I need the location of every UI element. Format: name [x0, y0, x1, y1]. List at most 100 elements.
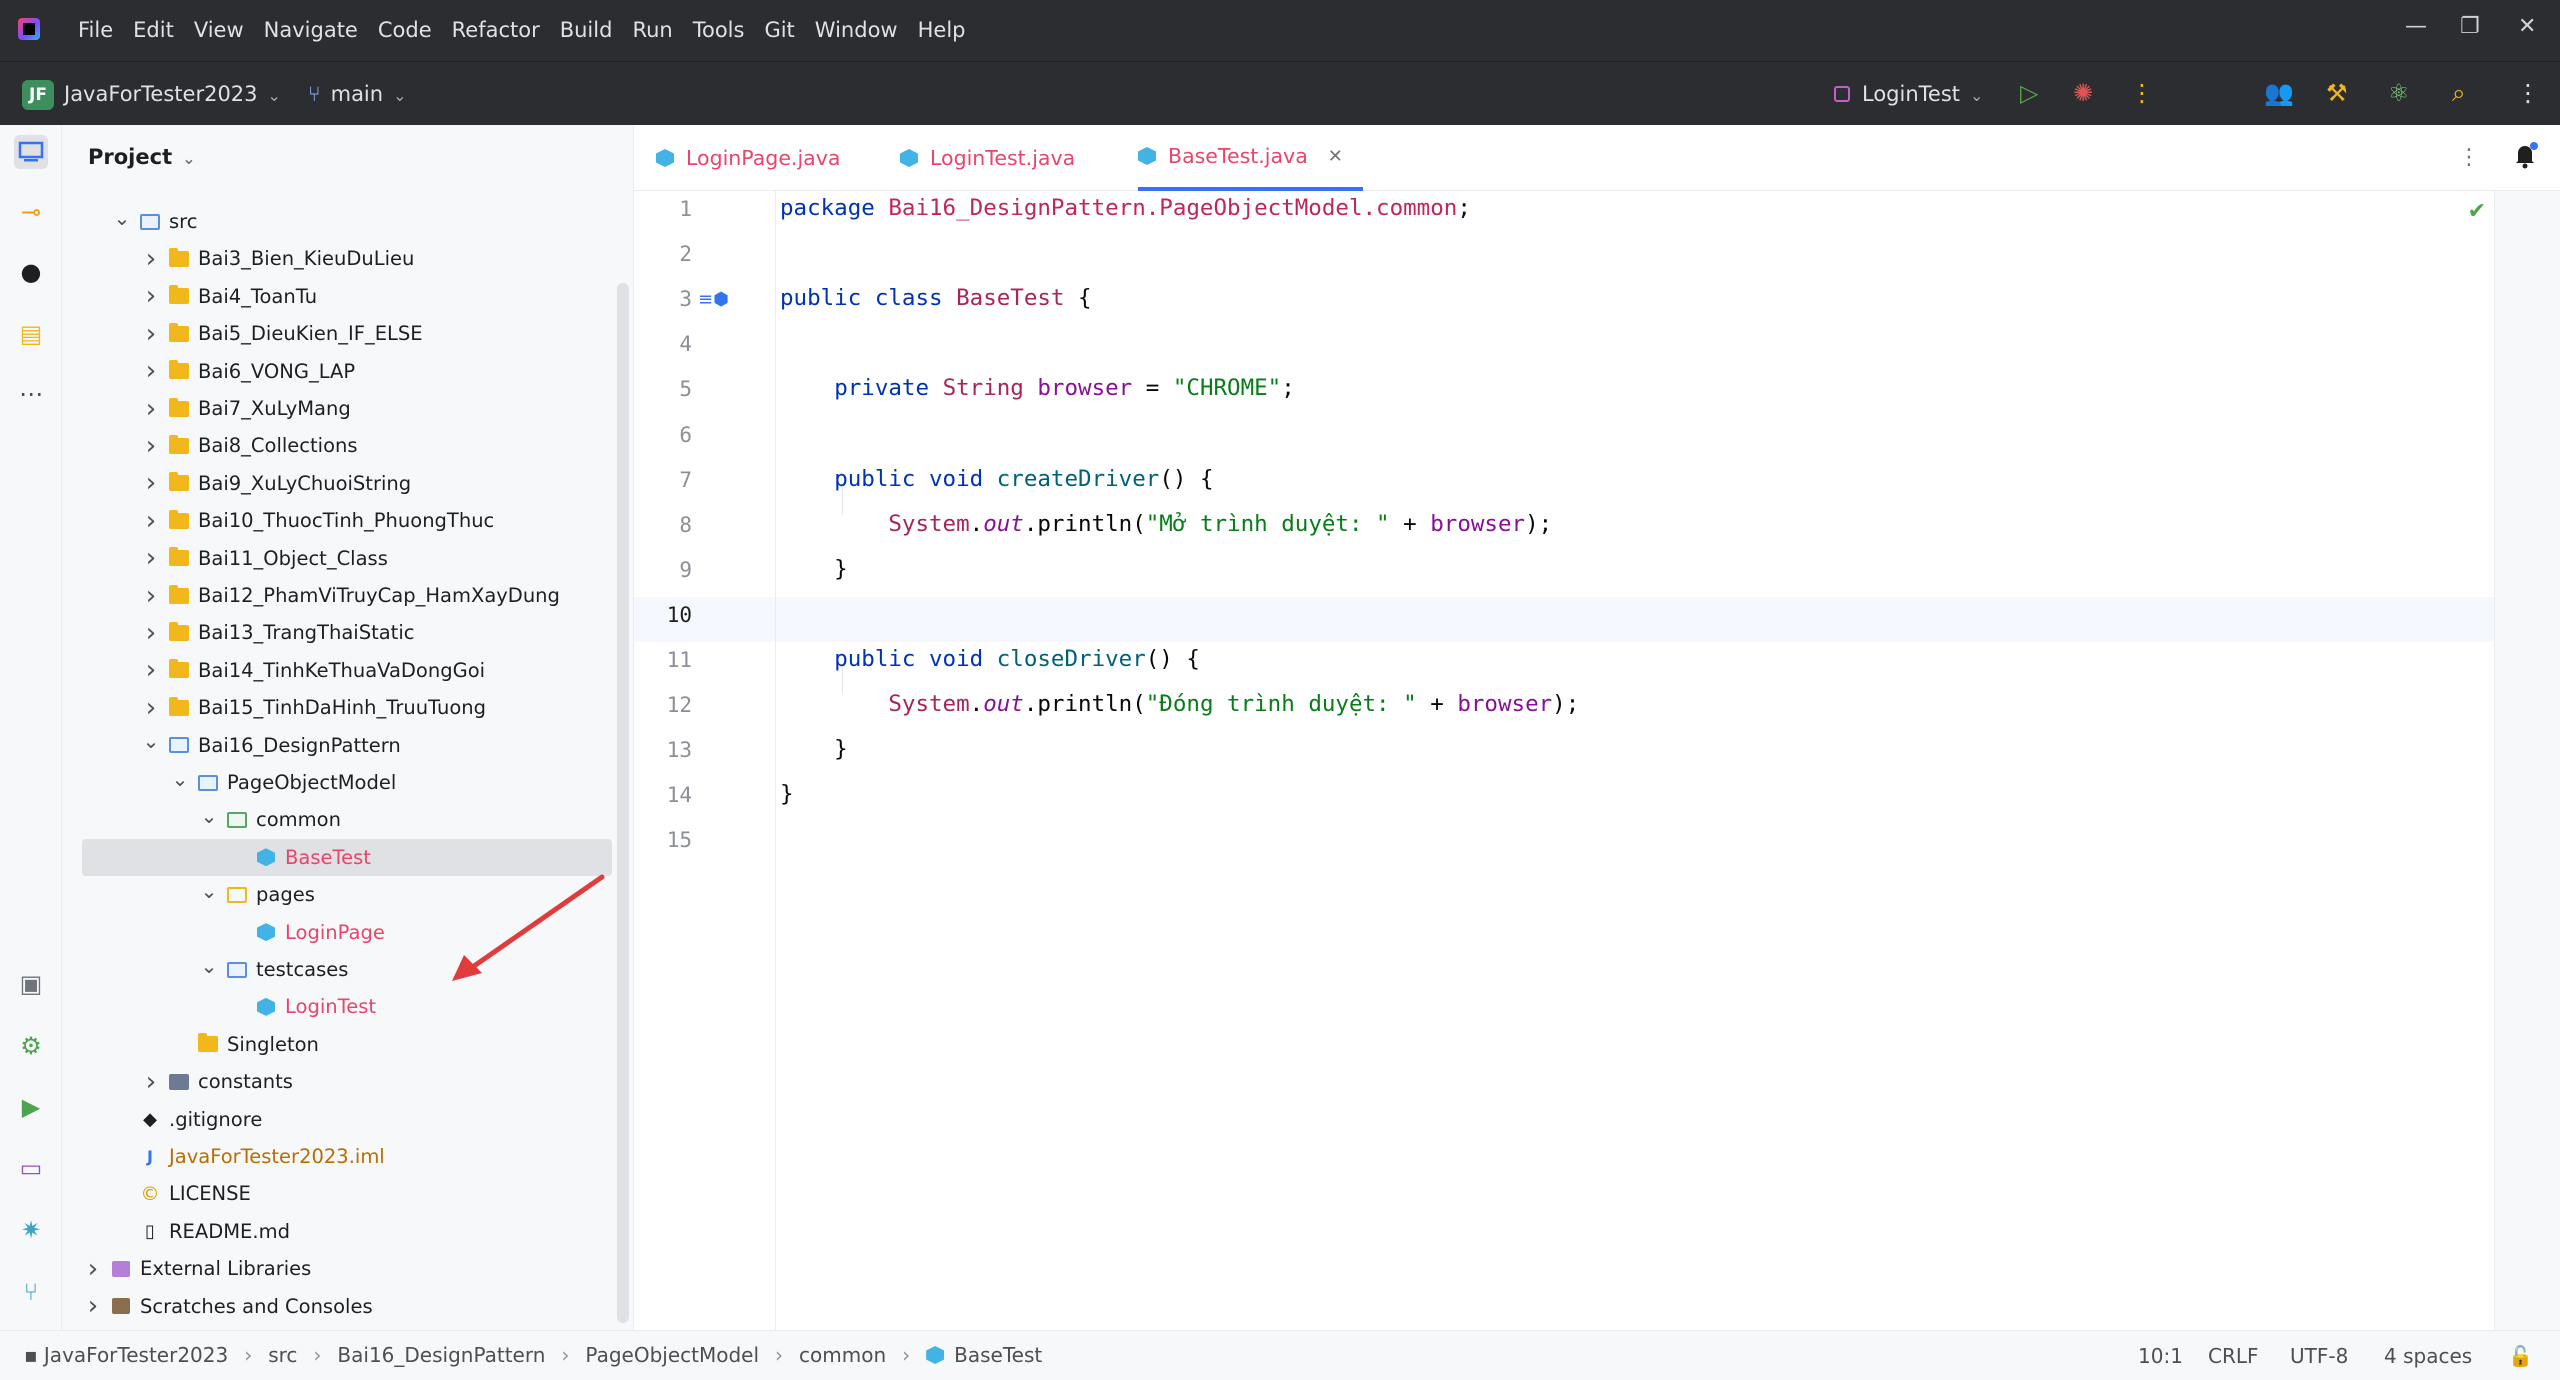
tree-item[interactable]: ›Bai14_TinhKeThuaVaDongGoi: [140, 652, 485, 689]
project-tool-icon[interactable]: [14, 135, 48, 169]
tree-item[interactable]: ›Bai9_XuLyChuoiString: [140, 465, 411, 502]
breadcrumb-item[interactable]: BaseTest: [954, 1343, 1043, 1367]
menu-window[interactable]: Window: [814, 18, 898, 42]
menu-view[interactable]: View: [193, 18, 244, 42]
tree-item[interactable]: ›Scratches and Consoles: [82, 1288, 373, 1325]
more-tools-icon[interactable]: ⋯: [19, 380, 43, 408]
code-line[interactable]: }: [780, 555, 848, 582]
file-encoding[interactable]: UTF-8: [2290, 1344, 2349, 1368]
no-problems-check-icon[interactable]: ✔: [2467, 199, 2486, 224]
settings-menu-icon[interactable]: ⋮: [2516, 79, 2540, 107]
menu-build[interactable]: Build: [559, 18, 613, 42]
more-actions-icon[interactable]: ⋮: [2130, 79, 2154, 107]
close-window-icon[interactable]: ✕: [2518, 14, 2537, 39]
chevron-right-icon[interactable]: ›: [145, 580, 157, 611]
search-icon[interactable]: ⌕: [2452, 79, 2466, 107]
run-icon[interactable]: ▷: [2020, 79, 2039, 107]
tab-loginpage[interactable]: LoginPage.java: [656, 125, 840, 191]
tree-item[interactable]: LoginTest: [227, 988, 376, 1025]
tree-item[interactable]: ›Bai4_ToanTu: [140, 278, 317, 315]
branch-switcher[interactable]: ⑂main⌄: [308, 82, 407, 106]
class-hierarchy-gutter-icon[interactable]: ≡⬢: [698, 289, 729, 310]
tree-item[interactable]: ›Bai13_TrangThaiStatic: [140, 614, 415, 651]
intellij-logo-icon[interactable]: [18, 18, 40, 40]
git-tool-icon[interactable]: ⑂: [23, 1278, 39, 1306]
tab-basetest[interactable]: BaseTest.java ✕: [1138, 125, 1363, 191]
chevron-right-icon[interactable]: ›: [145, 617, 157, 648]
close-icon[interactable]: ✕: [1327, 145, 1343, 167]
chevron-down-icon[interactable]: ⌄: [200, 803, 218, 828]
restore-icon[interactable]: ❐: [2460, 14, 2480, 39]
chevron-right-icon[interactable]: ›: [145, 430, 157, 461]
menu-refactor[interactable]: Refactor: [451, 18, 540, 42]
chevron-right-icon[interactable]: ›: [145, 243, 157, 274]
tree-item[interactable]: ›External Libraries: [82, 1250, 312, 1287]
caret-position[interactable]: 10:1: [2138, 1344, 2183, 1368]
menu-help[interactable]: Help: [917, 18, 966, 42]
notifications-bell-icon[interactable]: [2510, 140, 2540, 170]
breadcrumb-item[interactable]: Bai16_DesignPattern: [337, 1343, 546, 1367]
chevron-right-icon[interactable]: ›: [145, 1066, 157, 1097]
menu-git[interactable]: Git: [764, 18, 795, 42]
github-icon[interactable]: ●: [20, 258, 42, 286]
debug-icon[interactable]: ✺: [2073, 79, 2094, 107]
database-icon[interactable]: ▤: [19, 320, 43, 348]
gear-icon[interactable]: ⚙: [20, 1032, 42, 1060]
breadcrumb-item[interactable]: PageObjectModel: [585, 1343, 760, 1367]
chevron-down-icon[interactable]: ⌄: [200, 878, 218, 903]
tree-item[interactable]: ›Bai15_TinhDaHinh_TruuTuong: [140, 689, 486, 726]
terminal-icon[interactable]: ▭: [19, 1154, 43, 1182]
tab-logintest[interactable]: LoginTest.java: [900, 125, 1075, 191]
tree-item[interactable]: ▯README.md: [111, 1213, 290, 1250]
run-config-selector[interactable]: LoginTest⌄: [1834, 82, 1983, 106]
chevron-right-icon[interactable]: ›: [145, 356, 157, 387]
tree-item[interactable]: ›Bai7_XuLyMang: [140, 390, 351, 427]
tree-item[interactable]: ⌄PageObjectModel: [169, 764, 397, 801]
tree-item[interactable]: ›Bai3_Bien_KieuDuLieu: [140, 240, 415, 277]
breadcrumb-item[interactable]: ▪ JavaForTester2023: [24, 1343, 229, 1367]
line-ending[interactable]: CRLF: [2208, 1344, 2259, 1368]
tree-item[interactable]: ⌄src: [111, 203, 198, 240]
ai-assistant-icon[interactable]: ⚛: [2388, 79, 2410, 107]
code-line[interactable]: public void closeDriver() {: [834, 646, 1200, 672]
project-scrollbar[interactable]: [617, 283, 629, 1323]
chevron-right-icon[interactable]: ›: [87, 1291, 99, 1322]
chevron-right-icon[interactable]: ›: [145, 468, 157, 499]
tree-item[interactable]: LoginPage: [227, 914, 385, 951]
breadcrumb-item[interactable]: common: [799, 1343, 887, 1367]
code-line[interactable]: System.out.println("Đóng trình duyệt: " …: [888, 691, 1580, 718]
commit-icon[interactable]: ⊸: [20, 198, 42, 226]
tree-item[interactable]: ›Bai10_ThuocTinh_PhuongThuc: [140, 502, 494, 539]
services-icon[interactable]: ▣: [19, 970, 43, 998]
tree-item[interactable]: ›Bai12_PhamViTruyCap_HamXayDung: [140, 577, 560, 614]
code-with-me-icon[interactable]: 👥: [2264, 79, 2294, 107]
tab-options-icon[interactable]: ⋮: [2458, 145, 2480, 170]
tree-item[interactable]: ›Bai5_DieuKien_IF_ELSE: [140, 315, 423, 352]
code-line[interactable]: System.out.println("Mở trình duyệt: " + …: [888, 510, 1553, 537]
tree-item[interactable]: Singleton: [169, 1026, 319, 1063]
menu-tools[interactable]: Tools: [692, 18, 745, 42]
code-line[interactable]: public void createDriver() {: [834, 465, 1214, 492]
tree-item[interactable]: ›Bai8_Collections: [140, 427, 358, 464]
tree-item[interactable]: ›Bai6_VONG_LAP: [140, 353, 355, 390]
tree-item[interactable]: ›Bai11_Object_Class: [140, 540, 388, 577]
indent-setting[interactable]: 4 spaces: [2384, 1344, 2473, 1368]
tree-item[interactable]: ©LICENSE: [111, 1175, 251, 1212]
project-badge[interactable]: JF: [22, 80, 54, 110]
chevron-right-icon[interactable]: ›: [145, 393, 157, 424]
tree-item[interactable]: ⌄pages: [198, 876, 315, 913]
chevron-down-icon[interactable]: ⌄: [171, 766, 189, 791]
chevron-down-icon[interactable]: ⌄: [200, 953, 218, 978]
tree-item[interactable]: ◆.gitignore: [111, 1101, 262, 1138]
project-panel-header[interactable]: Project⌄: [88, 145, 196, 169]
menu-code[interactable]: Code: [377, 18, 432, 42]
run-tool-icon[interactable]: ▶: [21, 1093, 41, 1121]
chevron-right-icon[interactable]: ›: [145, 318, 157, 349]
chevron-right-icon[interactable]: ›: [87, 1253, 99, 1284]
code-line[interactable]: package Bai16_DesignPattern.PageObjectMo…: [780, 195, 1471, 221]
code-line[interactable]: public class BaseTest {: [780, 285, 1092, 312]
tree-item[interactable]: ⌄Bai16_DesignPattern: [140, 727, 401, 764]
